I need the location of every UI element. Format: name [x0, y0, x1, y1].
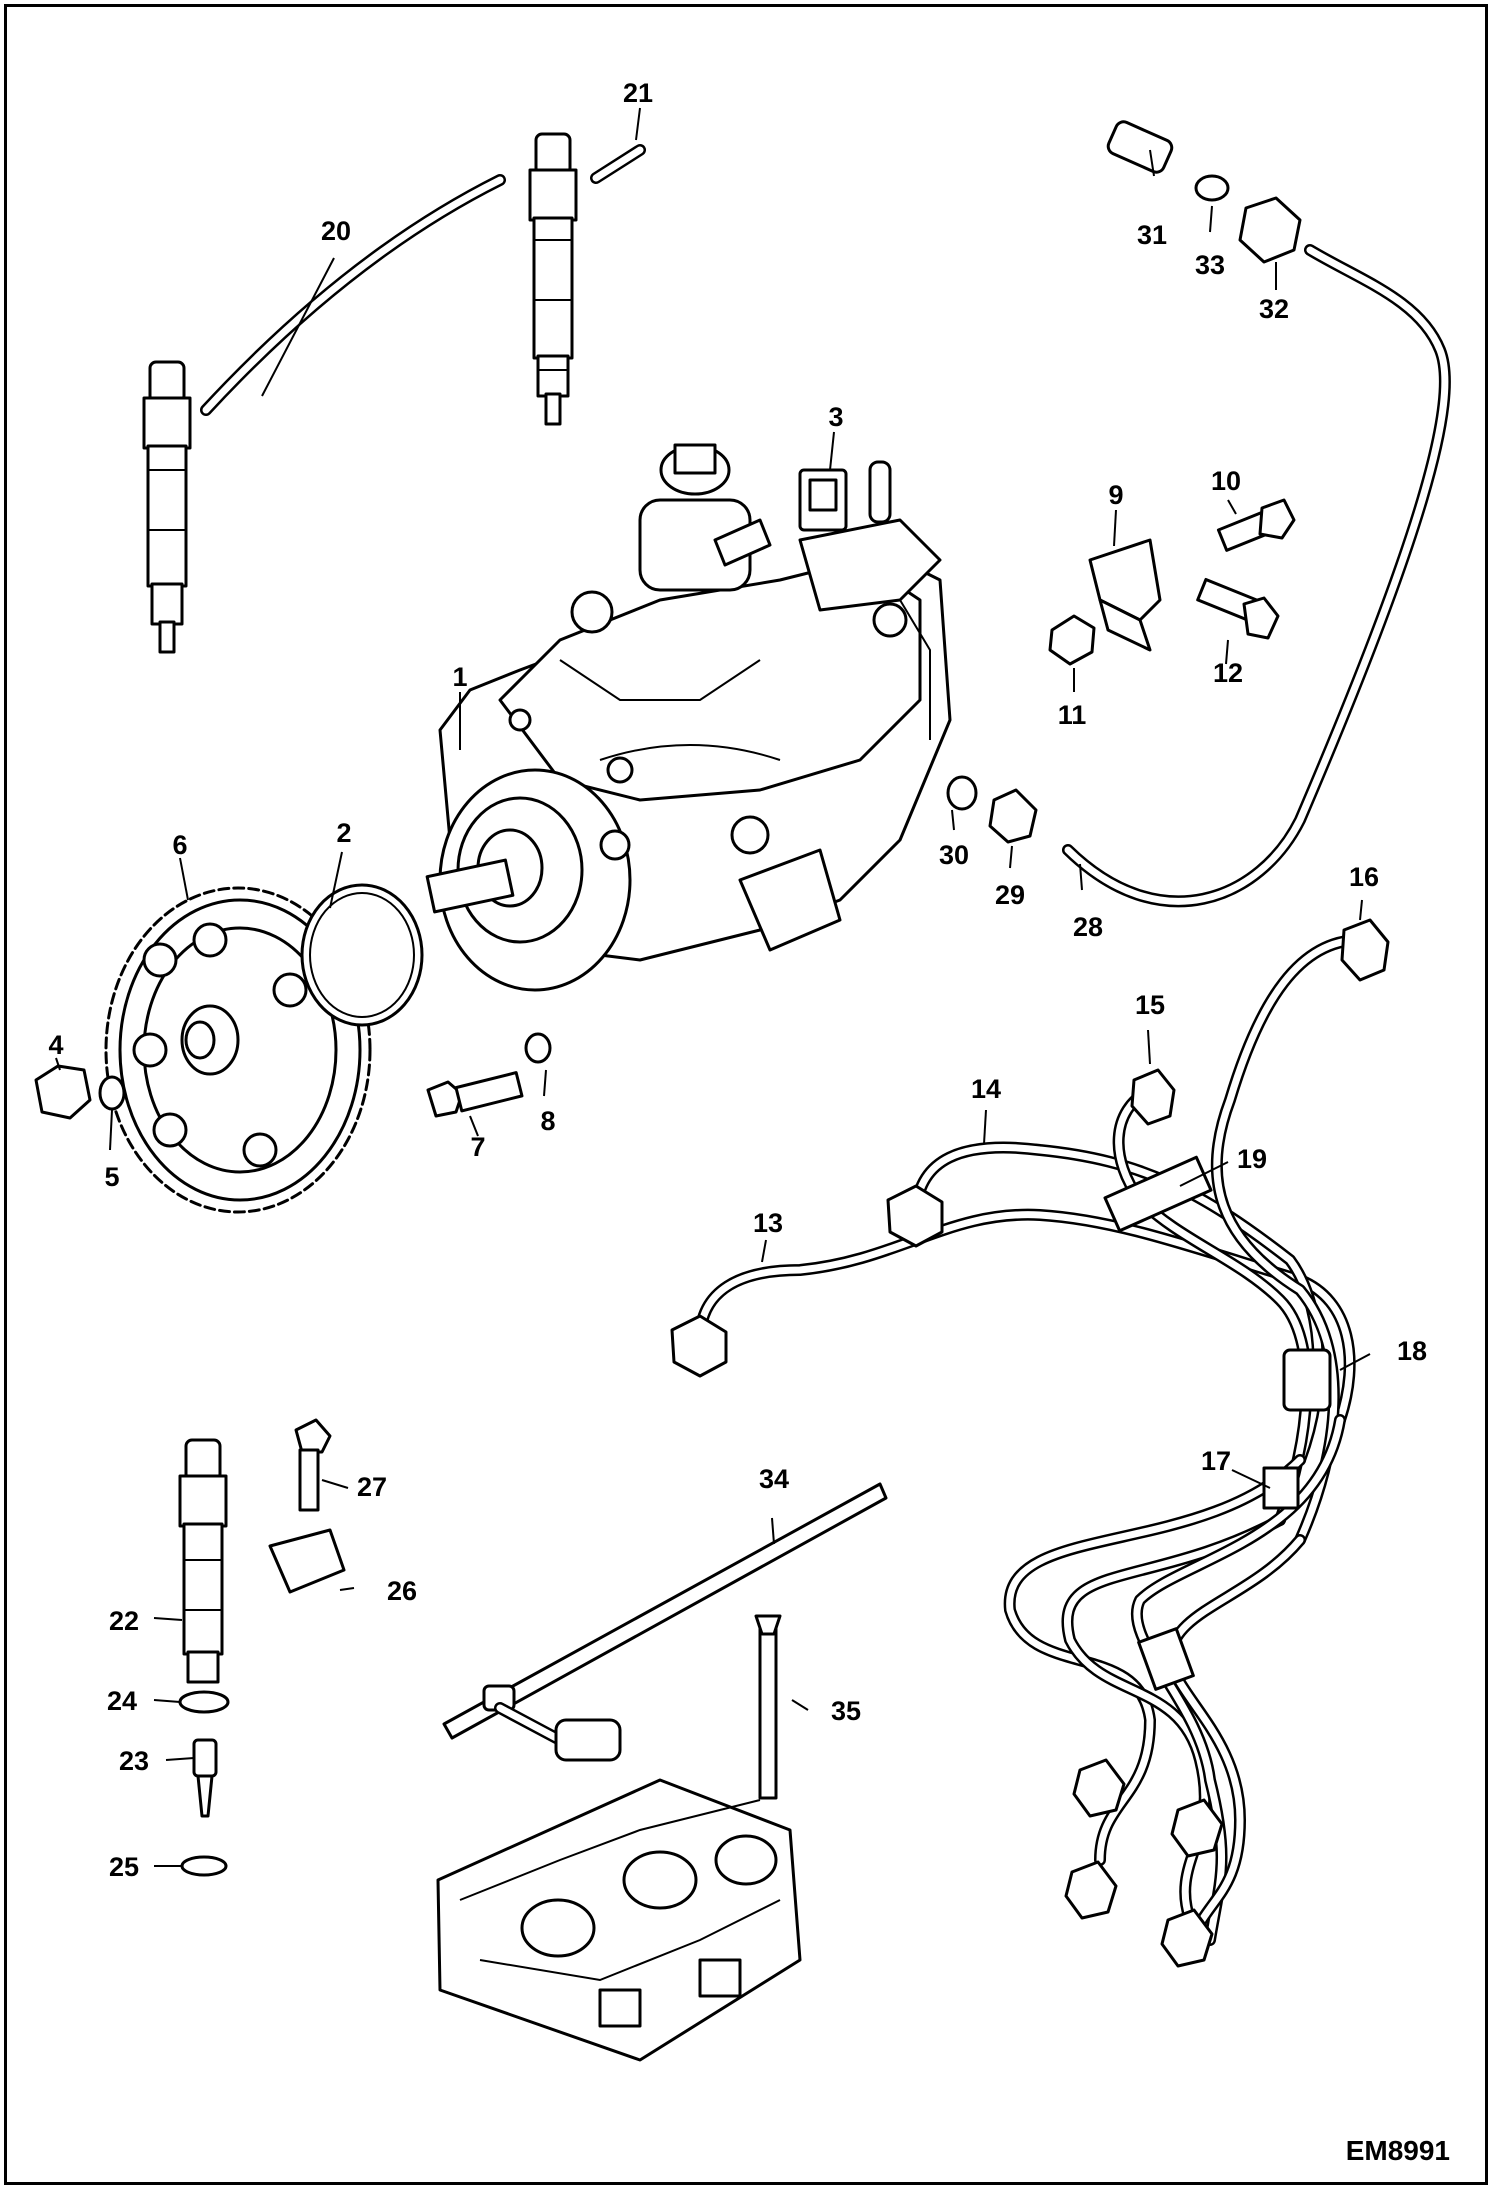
injector-upper — [528, 132, 578, 426]
leader-lines — [55, 107, 1371, 1867]
callout-24: 24 — [107, 1686, 137, 1716]
callout-11: 11 — [1058, 700, 1087, 730]
callout-28: 28 — [1073, 912, 1103, 942]
cylinder-head — [436, 1778, 802, 2062]
callout-31: 31 — [1137, 220, 1167, 250]
gear-nut — [34, 1064, 126, 1120]
callout-5: 5 — [104, 1162, 119, 1192]
callout-labels: 21 20 31 33 32 3 9 10 11 12 1 2 6 30 29 … — [48, 78, 1427, 1882]
callout-7: 7 — [470, 1132, 485, 1162]
injector-detail — [178, 1418, 346, 1877]
callout-22: 22 — [109, 1606, 139, 1636]
callout-29: 29 — [995, 880, 1025, 910]
injector-lower — [142, 360, 192, 654]
callout-4: 4 — [48, 1030, 63, 1060]
glow-plug-bus-bar — [442, 1482, 888, 1800]
figure-code: EM8991 — [1346, 2135, 1450, 2166]
callout-16: 16 — [1349, 862, 1379, 892]
injection-lines — [670, 918, 1390, 1968]
leak-off-hose — [200, 174, 506, 416]
drive-gear — [104, 886, 372, 1214]
callout-26: 26 — [387, 1576, 417, 1606]
callout-30: 30 — [939, 840, 969, 870]
callout-32: 32 — [1259, 294, 1289, 324]
mounting-bolt — [426, 1032, 552, 1118]
callout-23: 23 — [119, 1746, 149, 1776]
o-ring-seal — [300, 883, 424, 1027]
callout-25: 25 — [109, 1852, 139, 1882]
callout-13: 13 — [753, 1208, 783, 1238]
callout-20: 20 — [321, 216, 351, 246]
callout-33: 33 — [1195, 250, 1225, 280]
callout-1: 1 — [452, 662, 467, 692]
callout-2: 2 — [336, 818, 351, 848]
callout-34: 34 — [759, 1464, 789, 1494]
callout-3: 3 — [828, 402, 843, 432]
callout-12: 12 — [1213, 658, 1243, 688]
callout-17: 17 — [1201, 1446, 1231, 1476]
callout-19: 19 — [1237, 1144, 1267, 1174]
callout-6: 6 — [172, 830, 187, 860]
callout-10: 10 — [1211, 466, 1241, 496]
callout-27: 27 — [357, 1472, 387, 1502]
callout-15: 15 — [1135, 990, 1165, 1020]
callout-14: 14 — [971, 1074, 1001, 1104]
callout-8: 8 — [540, 1106, 555, 1136]
injection-pump — [425, 443, 952, 992]
return-line — [946, 120, 1451, 908]
callout-9: 9 — [1108, 480, 1123, 510]
bracket — [1048, 498, 1296, 666]
callout-35: 35 — [831, 1696, 861, 1726]
callout-18: 18 — [1397, 1336, 1427, 1366]
callout-21: 21 — [623, 78, 653, 108]
hose-cap — [590, 144, 646, 184]
